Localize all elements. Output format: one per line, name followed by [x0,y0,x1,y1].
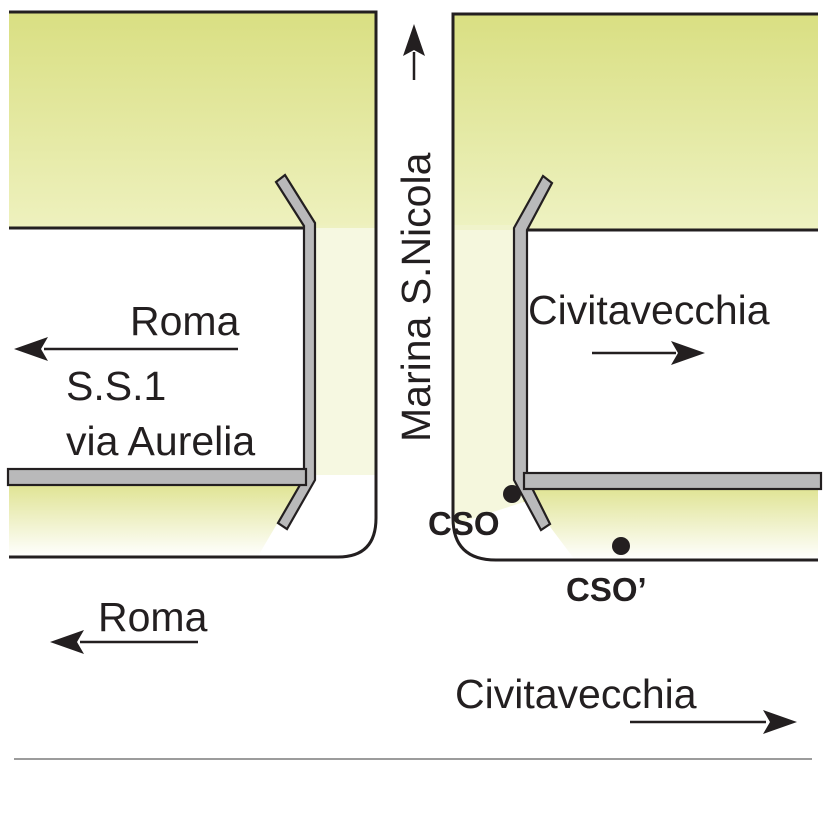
left-block-outline [9,10,378,559]
cso-label: CSO [428,505,500,542]
cso-prime-dot-marker-icon [612,537,630,555]
via-aurelia-label: via Aurelia [66,418,255,464]
cso-dot-marker-icon [503,485,521,503]
arrow-left-icon [14,337,238,361]
left-upper-green-area [9,12,376,228]
ss1-label: S.S.1 [66,363,166,409]
right-barrier [512,174,823,532]
right-upper-green-area [453,14,818,230]
cso-prime-label: CSO’ [566,571,647,608]
roma-label-lower: Roma [98,594,208,640]
marina-s-nicola-label: Marina S.Nicola [393,152,439,442]
civitavecchia-label-upper: Civitavecchia [528,287,770,333]
civitavecchia-label-lower: Civitavecchia [455,671,697,717]
right-lower-green-area [523,486,818,560]
arrow-right-icon [630,710,797,734]
left-lower-green-area [9,483,301,557]
arrow-right-icon [592,341,705,365]
left-barrier [6,173,317,531]
arrow-left-icon [50,630,198,654]
arrow-up-icon [403,24,425,80]
right-block [451,12,818,562]
right-side-strip [453,225,523,525]
roma-label-upper: Roma [130,298,240,344]
right-block-outline [451,12,818,562]
